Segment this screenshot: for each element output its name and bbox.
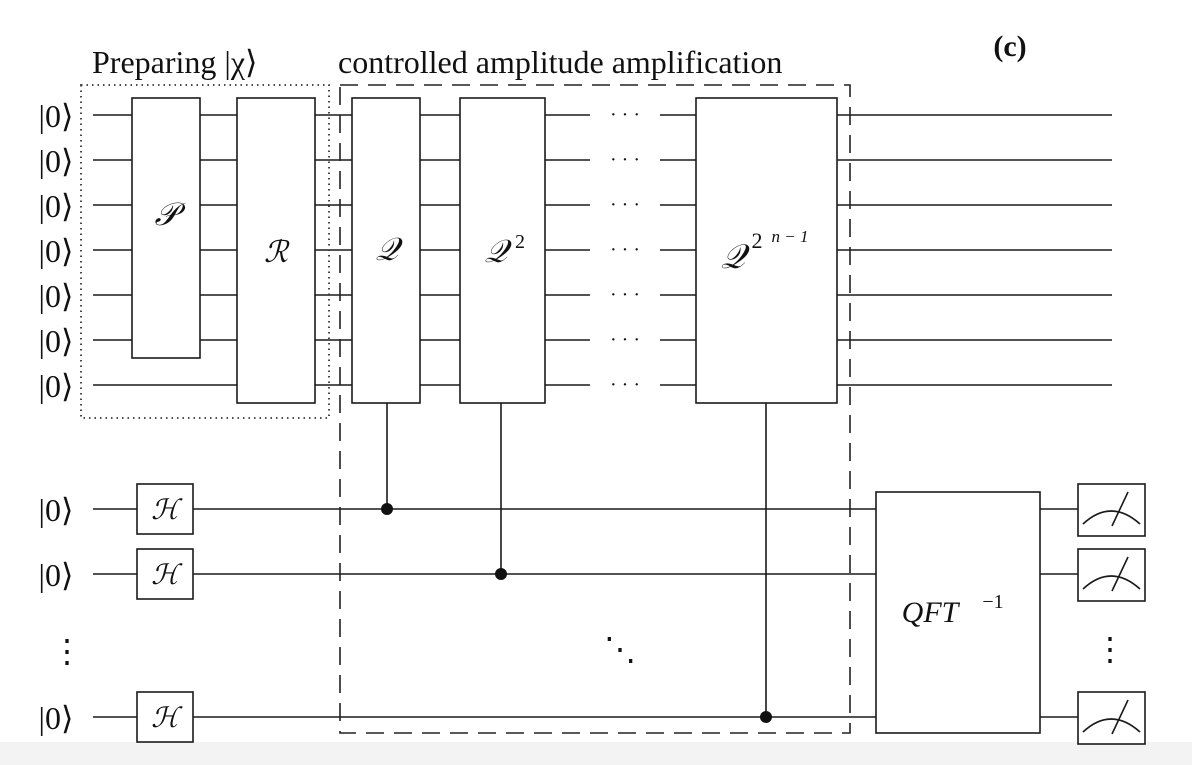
measurement-meter-arc-icon bbox=[1082, 575, 1141, 590]
qubit-label-top: |0⟩ bbox=[39, 98, 74, 134]
section-title-preparing: Preparing |χ⟩ bbox=[92, 44, 258, 80]
qubit-label-bottom: |0⟩ bbox=[39, 557, 74, 593]
gate-Q2-exponent: 2 bbox=[515, 231, 525, 253]
measurement-meter-arc-icon bbox=[1082, 510, 1141, 525]
hdots: · · · bbox=[610, 104, 640, 126]
gate-Q2n-exponent-sup: n − 1 bbox=[772, 227, 809, 246]
measurement-needle-icon bbox=[1111, 556, 1129, 592]
gate-H-label: ℋ bbox=[151, 703, 183, 734]
gate-Q2n-exponent: 2 bbox=[752, 228, 763, 253]
bottom-register-vdots: ⋮ bbox=[51, 633, 83, 669]
hdots: · · · bbox=[610, 329, 640, 351]
gate-H-1 bbox=[136, 548, 194, 600]
hdots: · · · bbox=[610, 374, 640, 396]
gates bbox=[131, 97, 1146, 745]
hdots: · · · bbox=[610, 149, 640, 171]
control-Q-dot bbox=[381, 503, 393, 515]
gate-H-0 bbox=[136, 483, 194, 535]
hdots: · · · bbox=[610, 284, 640, 306]
qubit-label-top: |0⟩ bbox=[39, 143, 74, 179]
gate-Q2n bbox=[695, 97, 838, 404]
measurement-meter-arc-icon bbox=[1082, 718, 1141, 733]
gate-P bbox=[131, 97, 201, 359]
measurement-1 bbox=[1077, 548, 1146, 602]
qubit-label-top: |0⟩ bbox=[39, 278, 74, 314]
gate-H-2 bbox=[136, 691, 194, 743]
measurement-needle-icon bbox=[1111, 491, 1129, 527]
gate-H-label: ℋ bbox=[151, 560, 183, 591]
gate-QFT-exponent: −1 bbox=[982, 591, 1003, 613]
qubit-label-top: |0⟩ bbox=[39, 188, 74, 224]
gate-R bbox=[236, 97, 316, 404]
preparing-region-outline bbox=[80, 84, 330, 419]
qubit-label-bottom: |0⟩ bbox=[39, 700, 74, 736]
qubit-label-bottom: |0⟩ bbox=[39, 492, 74, 528]
gate-H-label: ℋ bbox=[151, 495, 183, 526]
gate-Q2 bbox=[459, 97, 546, 404]
bottom-band bbox=[0, 742, 1192, 765]
measurement-vdots: ⋮ bbox=[1094, 631, 1126, 667]
qubit-label-top: |0⟩ bbox=[39, 233, 74, 269]
gate-QFT-inverse bbox=[875, 491, 1041, 734]
section-title-amplification: controlled amplitude amplification bbox=[338, 44, 782, 80]
measurement-0 bbox=[1077, 483, 1146, 537]
gate-QFT-label: QFT bbox=[902, 596, 961, 629]
gate-R-label: ℛ bbox=[264, 236, 290, 269]
amplification-region-outline bbox=[339, 84, 851, 734]
panel-label: (c) bbox=[993, 30, 1026, 63]
qubit-label-top: |0⟩ bbox=[39, 323, 74, 359]
hdots: · · · bbox=[610, 194, 640, 216]
gate-Q bbox=[351, 97, 421, 404]
qubit-label-top: |0⟩ bbox=[39, 368, 74, 404]
measurement-2 bbox=[1077, 691, 1146, 745]
control-Q2-dot bbox=[495, 568, 507, 580]
measurement-needle-icon bbox=[1111, 699, 1129, 735]
hdots: · · · bbox=[610, 239, 640, 261]
control-Q2n-dot bbox=[760, 711, 772, 723]
ddots: ⋱ bbox=[604, 631, 636, 667]
